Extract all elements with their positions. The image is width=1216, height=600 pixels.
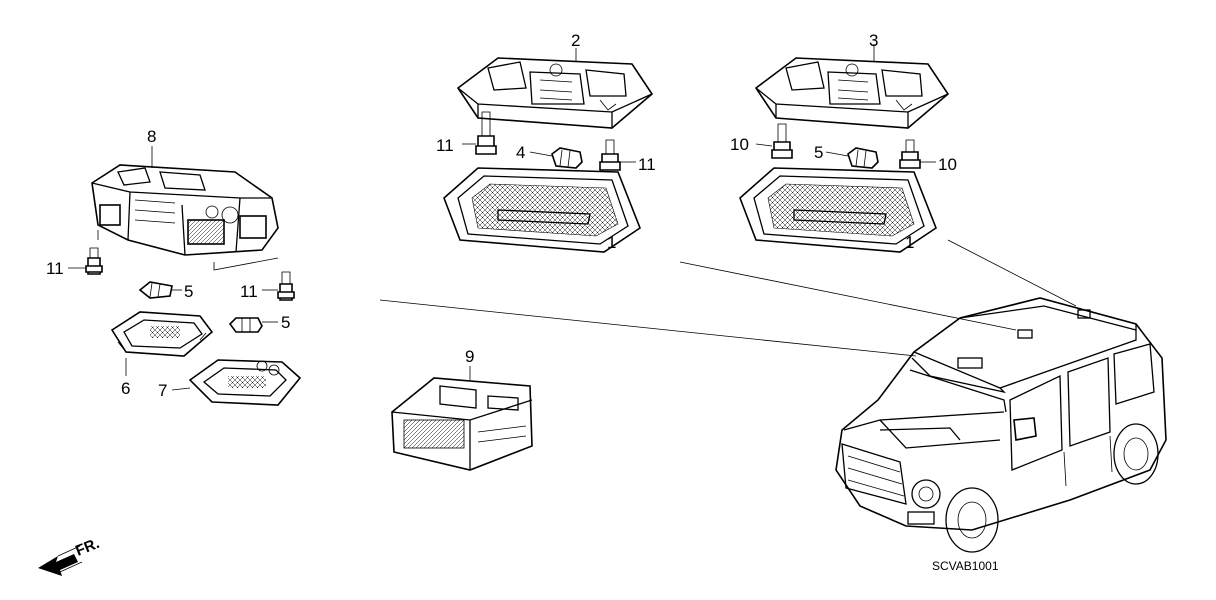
- callout-5-left-upper: 5: [184, 282, 193, 301]
- callout-3: 3: [869, 31, 878, 50]
- screw-right-right: [899, 139, 921, 169]
- screw-center-right: [599, 139, 621, 171]
- bulb-left-upper: [138, 281, 173, 299]
- screw-center-left: [475, 111, 497, 155]
- callout-5-right: 5: [814, 143, 823, 162]
- screw-left-1: [85, 247, 103, 275]
- callout-6: 6: [121, 379, 130, 398]
- vehicle-outline: [835, 297, 1167, 553]
- bulb-right: [847, 147, 879, 169]
- callout-9: 9: [465, 347, 474, 366]
- leader-line-left: [379, 299, 917, 357]
- room-lamp-lens-1b: [739, 167, 937, 253]
- callout-8: 8: [147, 127, 156, 146]
- screw-right-left: [771, 123, 793, 159]
- bulb-center: [551, 147, 583, 169]
- callout-10-left: 10: [730, 135, 749, 154]
- diagram-code: SCVAB1001: [932, 559, 999, 573]
- room-lamp-base-3: [754, 57, 950, 129]
- callout-5-left-lower: 5: [281, 313, 290, 332]
- room-lamp-lens-1a: [443, 167, 641, 253]
- callout-11-center-right: 11: [638, 155, 656, 174]
- callout-4: 4: [516, 143, 525, 162]
- bulb-left-lower: [228, 317, 263, 333]
- callout-11-center-left: 11: [436, 136, 454, 155]
- map-light-lens-7: [188, 359, 302, 406]
- callout-1-center: 1: [607, 233, 616, 252]
- callout-11-left-lower: 11: [240, 282, 258, 301]
- map-light-housing: [91, 164, 279, 256]
- room-lamp-base-2: [456, 57, 654, 129]
- callout-10-right: 10: [938, 155, 957, 174]
- front-direction-label: FR.: [73, 535, 102, 560]
- screw-left-2: [277, 271, 295, 301]
- leader-line-right: [947, 239, 1077, 307]
- callout-2: 2: [571, 31, 580, 50]
- callout-11-left-upper: 11: [46, 259, 64, 278]
- lamp-unit-9: [391, 377, 533, 471]
- callout-7: 7: [158, 381, 167, 400]
- leader-line-center: [679, 261, 1017, 331]
- map-light-lens-6: [110, 311, 214, 357]
- front-direction-arrow: FR.: [38, 535, 102, 576]
- callout-1-right: 1: [905, 233, 914, 252]
